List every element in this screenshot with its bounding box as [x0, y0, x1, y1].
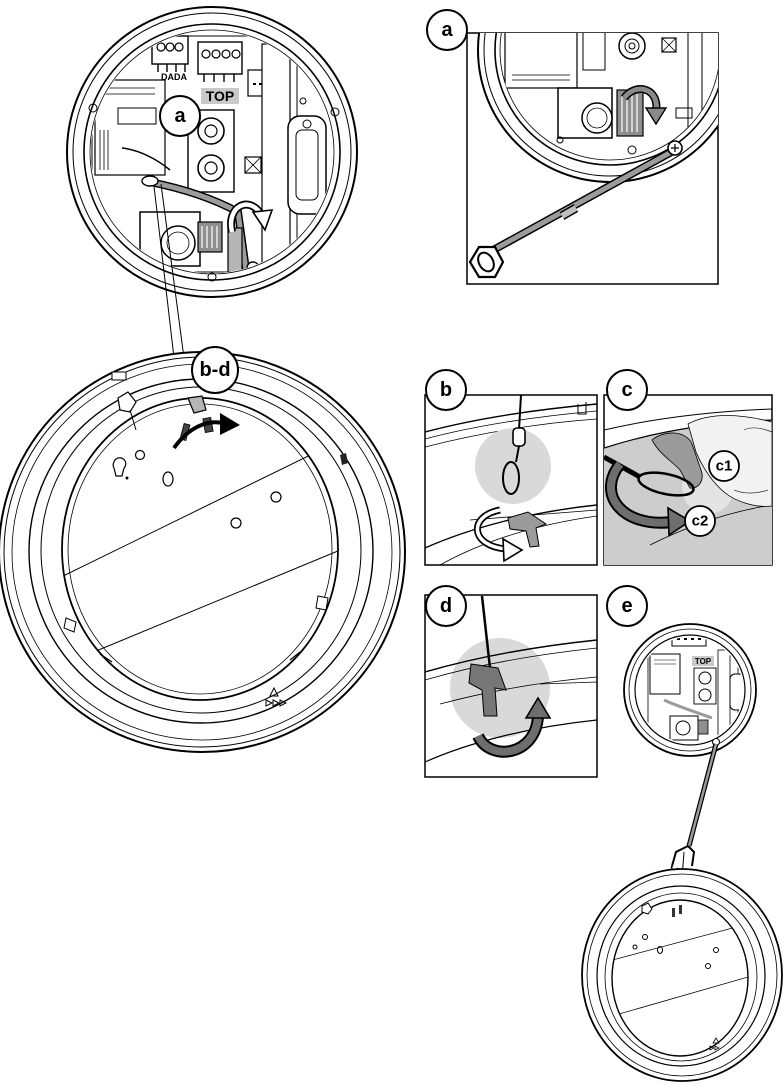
safety-cable — [686, 743, 719, 847]
panel-d-callout: d — [425, 585, 467, 627]
curved-arrow-icon — [605, 460, 692, 537]
step-bd-callout: b-d — [191, 346, 239, 394]
highlight-circle — [475, 428, 551, 504]
svg-text:b-d: b-d — [199, 359, 230, 381]
direction-arrows-icon — [265, 686, 288, 707]
dada-terminal-label: DADA — [161, 72, 187, 82]
curved-arrow-icon — [472, 696, 552, 758]
ceiling-surface — [62, 437, 338, 669]
panel-c-callout: c — [606, 369, 648, 411]
top-label: TOP — [201, 88, 239, 104]
vertical-bracket — [261, 43, 291, 267]
panel-e: TOP — [581, 623, 783, 1082]
mounting-holes — [632, 934, 719, 969]
svg-text:c1: c1 — [716, 458, 733, 475]
c2-callout: c2 — [684, 505, 716, 537]
connector-module — [139, 211, 223, 267]
ring-clip — [507, 511, 548, 548]
square-marker — [244, 156, 262, 174]
panel-b — [424, 394, 598, 566]
svg-text:e: e — [621, 595, 632, 617]
main-unit-small: TOP — [623, 623, 757, 757]
curved-arrow-icon — [172, 413, 240, 450]
svg-text:d: d — [440, 595, 452, 617]
svg-text:b: b — [440, 379, 452, 401]
svg-text:c: c — [621, 379, 632, 401]
ring-clip — [468, 663, 507, 717]
panel-a-callout: a — [426, 9, 468, 51]
ring-clips — [63, 371, 348, 663]
rim-screws — [88, 97, 340, 282]
circuit-board-closeup — [504, 33, 703, 155]
top-label-text: TOP — [206, 88, 235, 104]
direction-arrows-icon — [709, 1037, 720, 1051]
main-unit-top-view: DADA TOP — [66, 6, 358, 298]
svg-text:c2: c2 — [692, 513, 709, 530]
svg-text:a: a — [441, 19, 453, 41]
mounting-ring-small — [581, 868, 783, 1082]
mounting-ring — [0, 351, 406, 753]
curved-arrow-icon — [474, 506, 524, 563]
curved-arrow-icon — [620, 85, 668, 126]
mounting-holes — [112, 449, 282, 529]
top-label-small: TOP — [695, 657, 712, 666]
cylinder-component — [287, 115, 327, 215]
cable-hook — [468, 245, 505, 279]
terminal-block-icon — [197, 41, 243, 82]
panel-c: c1 c2 — [603, 394, 773, 566]
safety-cable-end — [502, 395, 526, 495]
panel-b-callout: b — [425, 369, 467, 411]
panel-a — [466, 32, 719, 285]
curved-arrow-icon — [227, 200, 274, 233]
step-a-callout: a — [159, 95, 201, 137]
c1-callout: c1 — [708, 450, 740, 482]
svg-text:a: a — [174, 105, 186, 127]
ring-clips — [641, 902, 682, 917]
safety-cable-end — [480, 595, 492, 669]
safety-cable — [484, 140, 683, 258]
panel-e-callout: e — [606, 585, 648, 627]
